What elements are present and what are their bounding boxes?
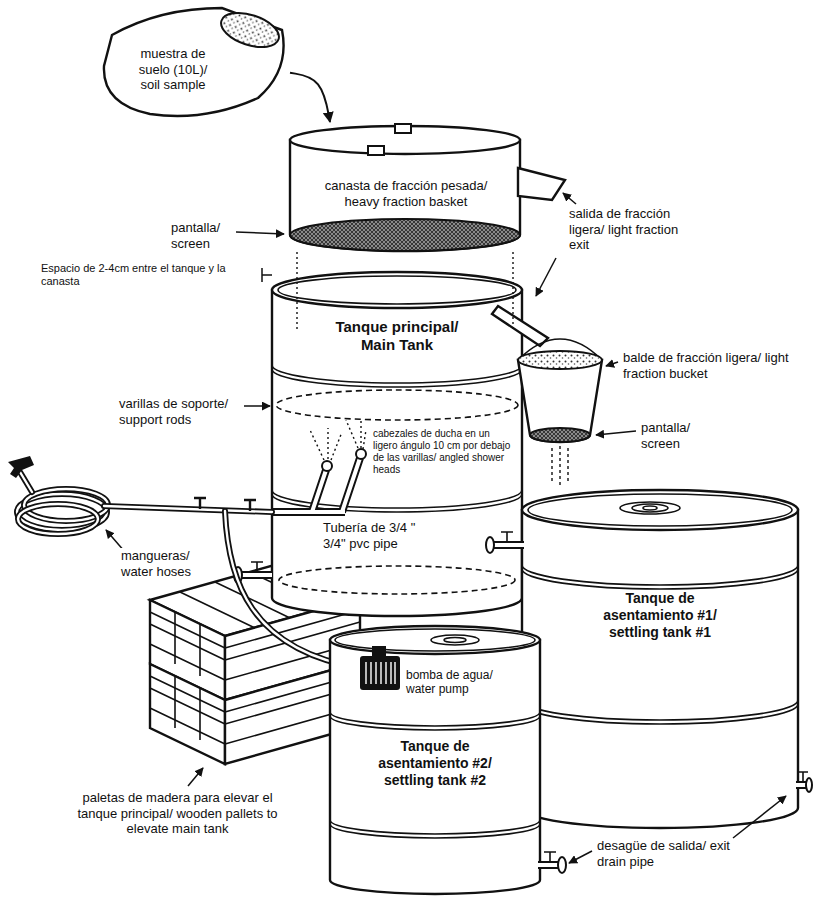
soil-sample-bag: muestra de suelo (10L)/ soil sample [100, 2, 290, 120]
leader-lines [106, 193, 786, 863]
exit-label: salida de fracción ligera/ light fractio… [568, 206, 686, 253]
soil-bag [104, 6, 284, 116]
hoses-label: mangueras/ water hoses [120, 548, 200, 579]
pipe-label: Tubería de 3/4 " 3/4" pvc pipe [322, 520, 426, 551]
bucket-label: balde de fracción ligera/ light fraction… [622, 350, 794, 381]
node-title: canasta de fracción pesada/ heavy fracti… [312, 178, 500, 209]
screen-label: pantalla/ screen [170, 220, 232, 251]
light-fraction-bucket-drawing [518, 339, 602, 488]
label-anchor: pantalla/ screen [170, 220, 232, 251]
drain-label: desagüe de salida/ exit drain pipe [596, 838, 731, 869]
screen-label: pantalla/ screen [640, 420, 702, 451]
label-anchor: varillas de soporte/ support rods [118, 396, 240, 427]
node-title: Tanque de asentamiento #1/ settling tank… [590, 590, 730, 640]
flow-arrow [290, 73, 330, 122]
heavy-fraction-basket: canasta de fracción pesada/ heavy fracti… [290, 122, 522, 254]
label-anchor: cabezales de ducha en un ligero ángulo 1… [372, 428, 512, 476]
node-title: Tanque de asentamiento #2/ settling tank… [365, 738, 505, 788]
node-title: Tanque principal/ Main Tank [322, 318, 472, 354]
label-anchor: balde de fracción ligera/ light fraction… [622, 350, 794, 381]
label-anchor: salida de fracción ligera/ light fractio… [568, 206, 686, 253]
gap-note: Espacio de 2-4cm entre el tanque y la ca… [40, 262, 255, 288]
label-anchor: Tubería de 3/4 " 3/4" pvc pipe [322, 520, 426, 551]
label-anchor: bomba de agua/ water pump [405, 668, 503, 697]
label-anchor: desagüe de salida/ exit drain pipe [596, 838, 731, 869]
pallets-label: paletas de madera para elevar el tanque … [70, 790, 285, 837]
node-title: muestra de suelo (10L)/ soil sample [128, 46, 218, 93]
settling-tank: Tanque de asentamiento #2/ settling tank… [330, 626, 540, 894]
settling-tank: Tanque de asentamiento #1/ settling tank… [522, 490, 798, 828]
main-tank-drawing [234, 272, 548, 616]
rods-label: varillas de soporte/ support rods [118, 396, 240, 427]
label-anchor: mangueras/ water hoses [120, 548, 200, 579]
label-anchor: pantalla/ screen [640, 420, 702, 451]
label-anchor: paletas de madera para elevar el tanque … [70, 790, 285, 837]
settling-tank-2-drawing [330, 626, 566, 894]
pump-label: bomba de agua/ water pump [405, 668, 503, 697]
shower-heads-label: cabezales de ducha en un ligero ángulo 1… [372, 428, 512, 476]
basket-drawing [290, 124, 565, 330]
water-hoses [8, 456, 360, 668]
label-anchor: Espacio de 2-4cm entre el tanque y la ca… [40, 262, 255, 288]
